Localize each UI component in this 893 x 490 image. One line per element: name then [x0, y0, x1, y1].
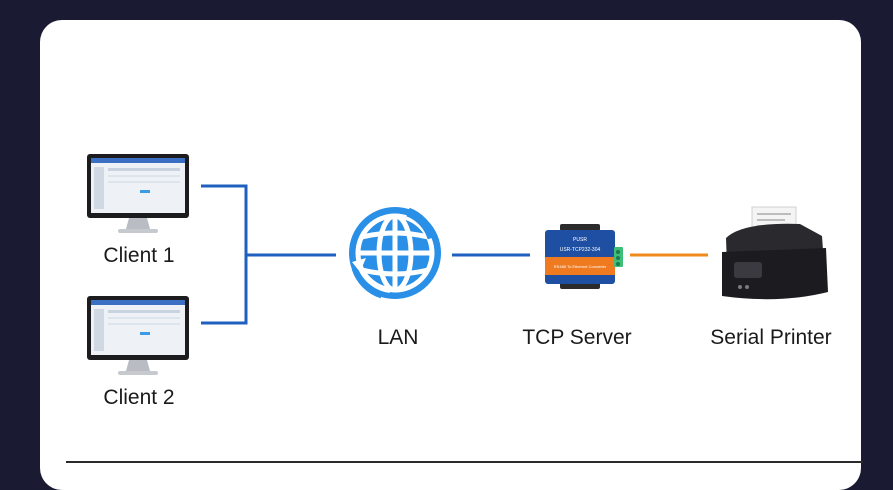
- bottom-divider: [66, 461, 863, 463]
- device-model-text: USR-TCP232-304: [560, 247, 601, 253]
- device-caption-text: RS485 To Ethernet Converter: [554, 264, 607, 269]
- client-bracket-connector: [201, 184, 336, 325]
- serial-printer-label: Serial Printer: [710, 326, 832, 349]
- lan-globe-icon: [349, 207, 441, 299]
- tcp-server-label: TCP Server: [522, 326, 632, 349]
- client1-label: Client 1: [103, 244, 175, 267]
- client2-label: Client 2: [103, 386, 175, 409]
- network-diagram: PUSR USR-TCP232-304 RS485 To Ethernet Co…: [87, 154, 828, 375]
- tcp-server-device-icon: PUSR USR-TCP232-304 RS485 To Ethernet Co…: [545, 224, 623, 289]
- client2-monitor-icon: [87, 296, 189, 375]
- device-brand-text: PUSR: [573, 237, 587, 243]
- serial-printer-icon: [722, 206, 828, 300]
- client1-monitor-icon: [87, 154, 189, 233]
- lan-label: LAN: [377, 326, 419, 349]
